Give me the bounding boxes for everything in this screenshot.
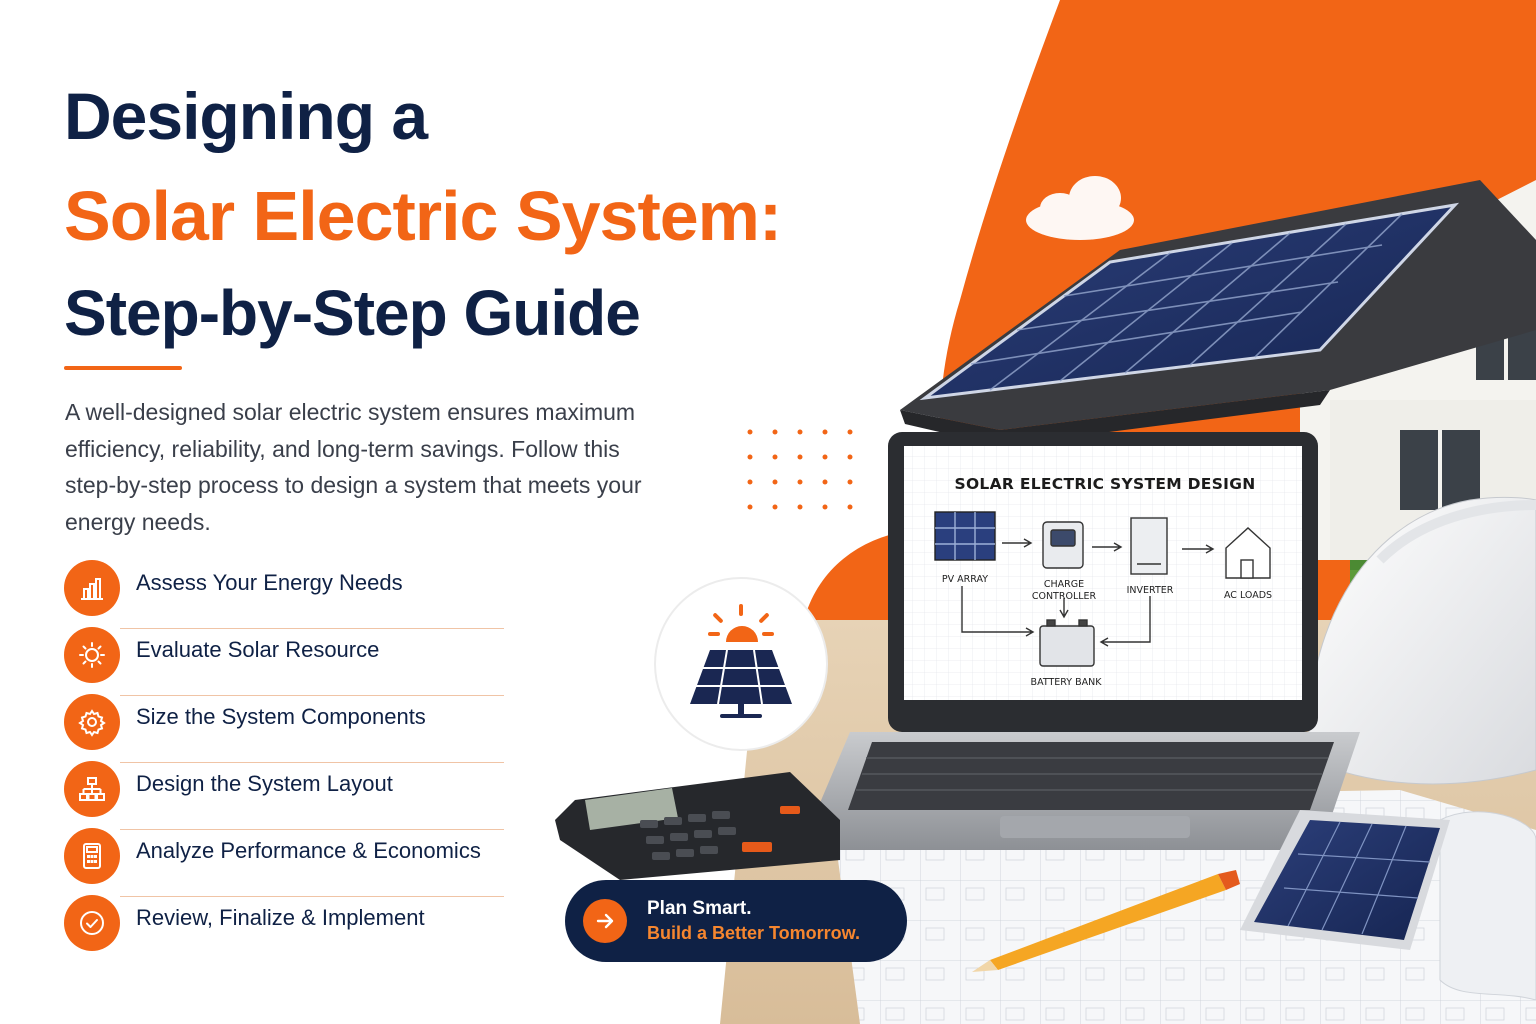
step-label: Assess Your Energy Needs <box>136 570 403 595</box>
step-item-assess: Assess Your Energy Needs <box>64 556 504 629</box>
step-item-evaluate: Evaluate Solar Resource <box>64 623 504 696</box>
screen-title: SOLAR ELECTRIC SYSTEM DESIGN <box>954 475 1256 493</box>
title-line-1: Designing a <box>64 79 428 153</box>
step-divider <box>120 829 504 830</box>
pencil <box>972 870 1240 972</box>
charge-controller-label-2: CONTROLLER <box>1031 591 1097 602</box>
roof <box>900 180 1536 430</box>
hard-hat <box>1308 496 1536 785</box>
battery-bank-icon <box>1039 625 1095 667</box>
step-label: Size the System Components <box>136 704 426 729</box>
step-item-review: Review, Finalize & Implement <box>64 891 504 958</box>
step-item-size: Size the System Components <box>64 690 504 763</box>
title-line-3: Step-by-Step Guide <box>64 277 641 349</box>
badge-panel-icon <box>690 650 792 704</box>
ac-loads-label: AC LOADS <box>1223 590 1273 601</box>
step-divider <box>120 896 504 897</box>
cloud <box>1026 176 1134 240</box>
title-line-2: Solar Electric System: <box>64 177 782 255</box>
roof-solar-array <box>919 202 1460 401</box>
arrow-right-icon <box>583 899 627 943</box>
battery-bank-label: BATTERY BANK <box>1030 677 1102 688</box>
step-item-analyze: Analyze Performance & Economics <box>64 824 504 897</box>
dot-grid <box>747 429 853 510</box>
calculator-icon <box>64 828 120 884</box>
inverter-label: INVERTER <box>1126 585 1174 596</box>
cta-text: Plan Smart. Build a Better Tomorrow. <box>647 896 860 946</box>
orange-circle-backdrop <box>939 0 1536 660</box>
sun-icon <box>708 604 774 642</box>
calculator <box>555 772 840 880</box>
gear-icon <box>64 694 120 750</box>
steps-list: Assess Your Energy Needs Evaluate Solar … <box>64 556 504 958</box>
pv-array-icon <box>934 511 996 561</box>
laptop <box>800 432 1360 850</box>
bar-chart-icon <box>64 560 120 616</box>
cta-line-1: Plan Smart. <box>647 898 752 919</box>
check-circle-icon <box>64 895 120 951</box>
house-icon <box>1225 527 1271 579</box>
desk <box>720 620 1536 1024</box>
step-divider <box>120 695 504 696</box>
pv-array-label: PV ARRAY <box>941 574 989 585</box>
layout-tree-icon <box>64 761 120 817</box>
step-divider <box>120 628 504 629</box>
charge-controller-label-1: CHARGE <box>1043 579 1085 590</box>
charge-controller-icon <box>1042 521 1084 569</box>
intro-paragraph: A well-designed solar electric system en… <box>65 399 642 535</box>
small-solar-panel <box>1240 810 1450 950</box>
step-divider <box>120 762 504 763</box>
orange-blob-lower <box>790 528 1000 720</box>
blueprint-sheets <box>830 790 1536 1024</box>
step-item-layout: Design the System Layout <box>64 757 504 830</box>
sun-icon <box>64 627 120 683</box>
step-label: Design the System Layout <box>136 771 393 796</box>
cta-pill[interactable]: Plan Smart. Build a Better Tomorrow. <box>565 880 907 962</box>
solar-badge <box>654 577 828 751</box>
step-label: Evaluate Solar Resource <box>136 637 380 662</box>
cta-line-2: Build a Better Tomorrow. <box>647 923 861 943</box>
step-label: Review, Finalize & Implement <box>136 905 425 930</box>
inverter-icon <box>1130 517 1168 575</box>
title-underline <box>64 366 182 370</box>
step-label: Analyze Performance & Economics <box>136 838 481 863</box>
